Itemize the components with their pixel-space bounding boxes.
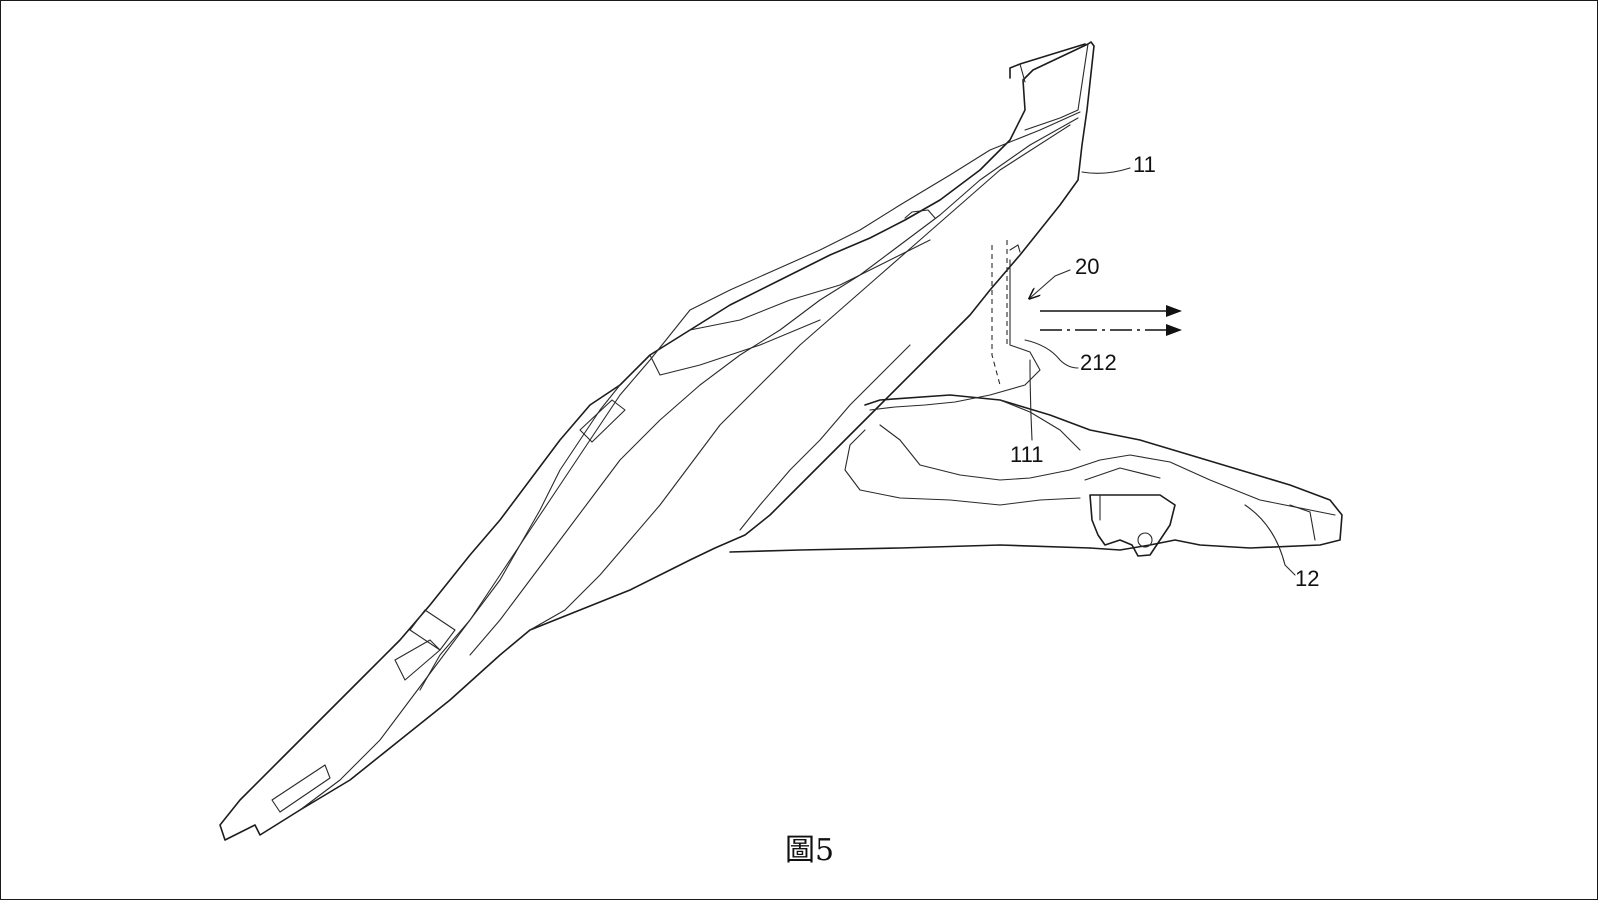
figure-caption: 圖5 [785, 833, 834, 868]
label-12: 12 [1295, 566, 1319, 591]
flow-arrows [1040, 305, 1182, 336]
leader-lines [1024, 167, 1296, 576]
label-11: 11 [1133, 152, 1156, 177]
bracket-12 [729, 394, 1343, 557]
label-111: 111 [1010, 442, 1043, 467]
label-20: 20 [1075, 254, 1099, 279]
guide-portion [869, 240, 1041, 411]
cowl-body-11 [219, 41, 1095, 841]
label-212: 212 [1080, 350, 1117, 375]
